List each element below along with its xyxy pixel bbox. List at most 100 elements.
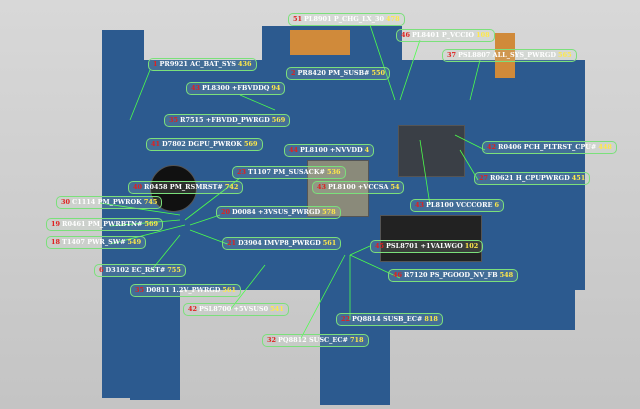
label-ref: PSL8700 +5VSUS0 [199,305,269,313]
label-ref: R7120 PS_PGOOD_NV_FB [404,271,498,279]
leader-line [399,39,421,101]
label-value: 578 [322,208,336,216]
leader-line [189,214,221,226]
label-number: 37 [447,51,457,59]
label-value: 541 [270,305,284,313]
label-number: 1 [153,60,158,68]
label-value: 536 [326,168,341,176]
label-number: 41 [151,140,161,148]
label-number: 30 [61,198,71,206]
label-number: 32 [267,336,277,344]
leader-line [349,245,371,256]
label-ref: PL8901 P_CHG_LX_30 [304,15,385,23]
label-value: 569 [271,116,286,124]
label-number: 21 [227,239,237,247]
label-value: 561 [222,286,236,294]
label-number: 27 [479,174,489,182]
label-ref: D3904 IMVP8_PWRGD [238,239,321,247]
cmos-battery [150,165,197,212]
label-number: 40 [133,183,143,191]
board-right-lower [320,285,575,330]
label-ref: PSL8701 +1VALWGO [386,242,463,250]
label-number: 19 [51,220,61,228]
label-value: 4 [364,146,370,154]
label-ref: R0461 PM_PWRBTN# [62,220,143,228]
label-ref: D7802 DGPU_PWROK [162,140,242,148]
board-left-lower [130,285,180,400]
label-number: 46 [393,271,403,279]
leader-line [419,139,431,206]
leader-line [349,254,401,279]
label-ref: R7515 +FBVDD_PWRGD [180,116,270,124]
label-number: 44 [289,146,299,154]
leader-line [149,234,181,273]
label-number: 46 [401,31,411,39]
label-number: 43 [191,84,201,92]
label-ref: PQ8814 SUSB_EC# [352,315,423,323]
label-value: 6 [494,201,499,209]
label-ref: PR8420 PM_SUSB# [297,69,370,77]
label-ref: R0458 PM_RSMRST# [144,183,223,191]
cpu-die [398,125,465,177]
label-value: 54 [390,183,400,191]
label-ref: PL8100 +NVVDD [300,146,363,154]
leader-line [299,254,346,341]
label-ref: PL8401 P_VCCIO [412,31,475,39]
label-value: 436 [237,60,252,68]
label-number: 2 [291,69,296,77]
label-ref: PR9921 AC_BAT_SYS [159,60,236,68]
heatpipe-pad [290,30,350,55]
label-number: 42 [188,305,198,313]
label-value: 94 [271,84,281,92]
label-value: 451 [571,174,586,182]
leader-line [129,69,151,121]
leader-line [239,94,276,111]
heatpipe-pad-right [495,33,515,78]
label-ref: PSL8807 ALL_SYS_PWRGD [458,51,557,59]
leader-line [189,229,231,246]
leader-line [469,59,481,101]
label-number: 45 [375,242,385,250]
label-value: 548 [499,271,514,279]
label-value: 102 [464,242,479,250]
leader-line [109,224,186,245]
label-value: 718 [350,336,364,344]
leader-line [229,264,266,311]
leader-line [109,219,181,227]
label-ref: PL8300 +FBVDDQ [202,84,270,92]
label-number: 35 [169,116,179,124]
label-value: 478 [386,15,400,23]
label-value: 561 [322,239,337,247]
label-value: 742 [224,183,239,191]
label-value: 550 [371,69,386,77]
label-number: 43 [317,183,327,191]
leader-line [454,134,486,151]
label-value: 569 [243,140,258,148]
label-number: 18 [51,238,61,246]
label-ref: D0811 1.2V_PWRGD [146,286,221,294]
label-ref: R0406 PCH_PLTRST_CPU# [498,143,597,151]
leader-line [99,202,181,216]
label-number: 42 [487,143,497,151]
label-value: 569 [144,220,159,228]
